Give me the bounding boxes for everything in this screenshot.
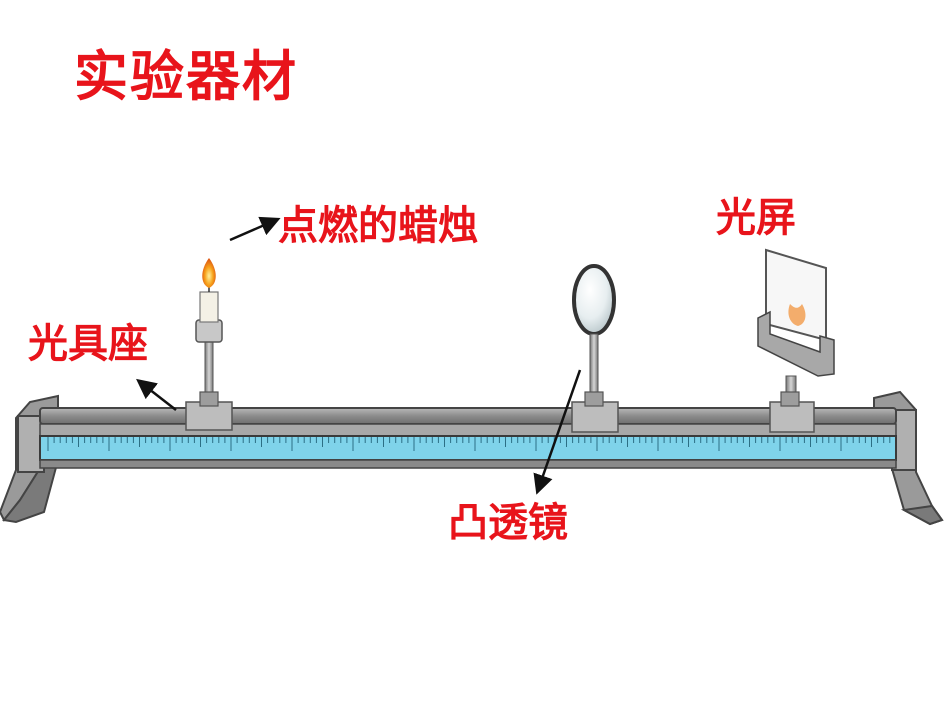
slide-title: 实验器材 bbox=[74, 45, 298, 108]
candle-holder bbox=[185, 258, 233, 431]
convex-lens bbox=[572, 264, 616, 336]
label-light-screen: 光屏 bbox=[716, 195, 796, 241]
bench-rail bbox=[39, 407, 897, 469]
label-convex-lens: 凸透镜 bbox=[448, 500, 568, 546]
arrow-to-lens-label bbox=[533, 369, 582, 495]
inverted-flame-image-icon bbox=[788, 304, 806, 326]
lens-holder bbox=[571, 264, 619, 433]
label-lit-candle: 点燃的蜡烛 bbox=[278, 203, 478, 249]
arrow-to-candle-label bbox=[229, 216, 281, 242]
candle bbox=[199, 291, 219, 323]
screen-holder bbox=[757, 248, 835, 433]
light-screen bbox=[765, 248, 827, 342]
arrow-to-bench-label bbox=[136, 378, 177, 411]
flame-icon bbox=[202, 258, 216, 288]
label-optical-bench: 光具座 bbox=[28, 321, 148, 367]
